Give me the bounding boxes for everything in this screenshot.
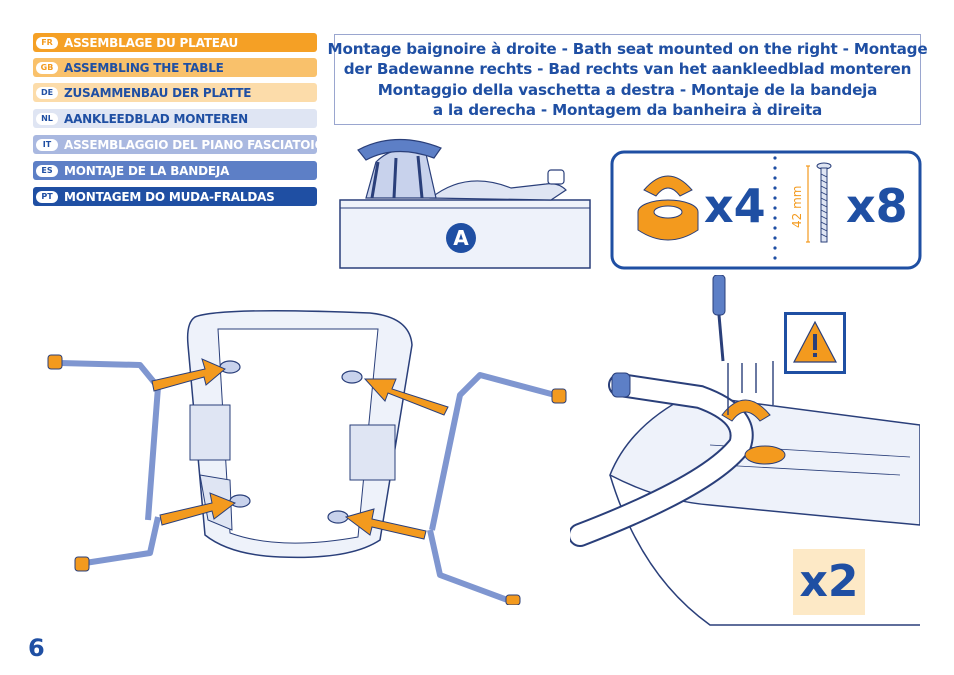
lang-bar-it: IT ASSEMBLAGGIO DEL PIANO FASCIATOIO — [33, 135, 325, 154]
lang-code-it: IT — [36, 138, 58, 151]
clip-icon — [637, 175, 699, 241]
lang-bar-nl: NL AANKLEEDBLAD MONTEREN — [33, 109, 317, 128]
lang-label-it: ASSEMBLAGGIO DEL PIANO FASCIATOIO — [64, 137, 325, 152]
step-label: A — [453, 226, 469, 250]
lang-bar-gb: GB ASSEMBLING THE TABLE — [33, 58, 317, 77]
screwdriver-handle — [712, 275, 726, 316]
lang-label-pt: MONTAGEM DO MUDA-FRALDAS — [64, 189, 275, 204]
lang-code-pt: PT — [36, 190, 58, 203]
title-line: Montage baignoire à droite - Bath seat m… — [327, 39, 928, 58]
parts-box — [610, 150, 922, 270]
screw-icon — [816, 162, 832, 243]
insertion-arrows — [151, 358, 449, 540]
lang-bar-pt: PT MONTAGEM DO MUDA-FRALDAS — [33, 187, 317, 206]
lang-label-nl: AANKLEEDBLAD MONTEREN — [64, 111, 248, 126]
lang-label-es: MONTAJE DE LA BANDEJA — [64, 163, 230, 178]
screw-length-label: 42 mm — [790, 185, 804, 228]
lang-code-de: DE — [36, 86, 58, 99]
page-number: 6 — [28, 634, 45, 662]
warning-icon — [784, 312, 846, 374]
screw-assembly-illustration — [570, 275, 920, 626]
screw-quantity: x8 — [846, 179, 908, 233]
right-leg-top — [429, 372, 556, 531]
divider-dots — [773, 156, 777, 260]
dimension-bracket — [806, 165, 810, 243]
left-leg-top — [59, 360, 161, 521]
repeat-badge — [793, 549, 865, 615]
step-badge — [446, 223, 476, 253]
lang-label-fr: ASSEMBLAGE DU PLATEAU — [64, 35, 239, 50]
lang-bar-es: ES MONTAJE DE LA BANDEJA — [33, 161, 317, 180]
lang-bar-fr: FR ASSEMBLAGE DU PLATEAU — [33, 33, 317, 52]
lang-code-fr: FR — [36, 36, 58, 49]
clip-quantity: x4 — [704, 179, 766, 233]
screwdriver-shaft — [717, 314, 725, 362]
right-leg-bottom — [427, 529, 512, 604]
table-assembly-illustration — [47, 310, 567, 605]
lang-code-es: ES — [36, 164, 58, 177]
lang-code-gb: GB — [36, 61, 58, 74]
lang-label-gb: ASSEMBLING THE TABLE — [64, 60, 224, 75]
bath-seat — [429, 180, 567, 201]
title-line: Montaggio della vaschetta a destra - Mon… — [377, 80, 878, 99]
lang-bar-de: DE ZUSAMMENBAU DER PLATTE — [33, 83, 317, 102]
instruction-title-box: Montage baignoire à droite - Bath seat m… — [328, 34, 928, 125]
repeat-quantity: x2 — [799, 556, 859, 607]
lang-code-nl: NL — [36, 112, 58, 125]
title-line: a la derecha - Montagem da banheira à di… — [432, 101, 823, 119]
overview-illustration — [339, 138, 591, 269]
lang-label-de: ZUSAMMENBAU DER PLATTE — [64, 85, 252, 100]
left-leg-bottom — [84, 516, 161, 566]
title-line: der Badewanne rechts - Bad rechts van he… — [343, 60, 912, 78]
